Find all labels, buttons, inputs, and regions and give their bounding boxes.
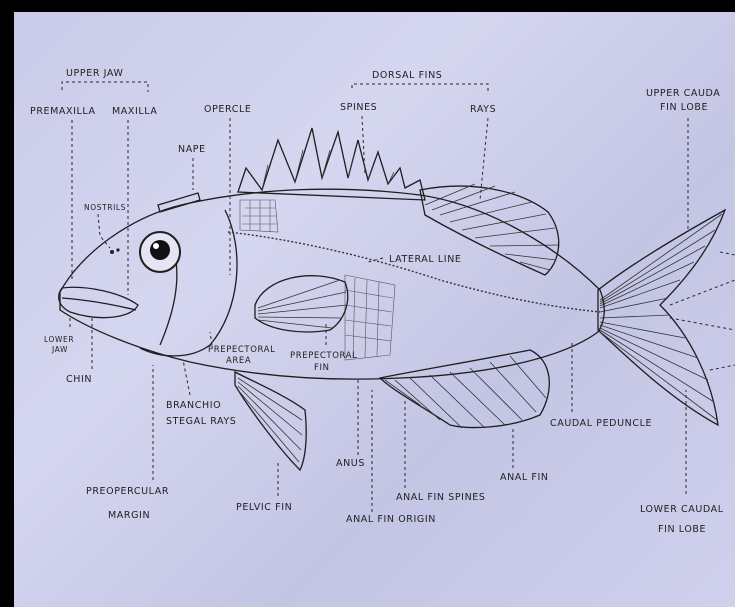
label-dorsal-fins: DORSAL FINS bbox=[372, 70, 442, 81]
label-anal-fin: ANAL FIN bbox=[500, 472, 549, 483]
label-anal-fin-origin: ANAL FIN ORIGIN bbox=[346, 514, 436, 525]
label-chin: CHIN bbox=[66, 374, 92, 385]
label-lower-caudal-line2: FIN LOBE bbox=[658, 524, 706, 535]
label-caudal-peduncle: CAUDAL PEDUNCLE bbox=[550, 418, 652, 429]
label-branchio-line2: STEGAL RAYS bbox=[166, 416, 236, 427]
label-prepectoral-area-line2: AREA bbox=[226, 356, 251, 366]
nape-mark bbox=[158, 193, 200, 212]
scale-pattern bbox=[240, 200, 395, 360]
label-lower-caudal-line1: LOWER CAUDAL bbox=[640, 504, 724, 515]
label-preopercular-line1: PREOPERCULAR bbox=[86, 486, 169, 497]
label-upper-caudal-line2: FIN LOBE bbox=[660, 102, 708, 113]
label-opercle: OPERCLE bbox=[204, 104, 251, 115]
pelvic-fin bbox=[235, 372, 306, 470]
label-preopercular-line2: MARGIN bbox=[108, 510, 150, 521]
label-nape: NAPE bbox=[178, 144, 206, 155]
label-upper-jaw: UPPER JAW bbox=[66, 68, 123, 79]
nostril bbox=[110, 250, 114, 254]
label-anus: ANUS bbox=[336, 458, 365, 469]
label-premaxilla: PREMAXILLA bbox=[30, 106, 96, 117]
label-maxilla: MAXILLA bbox=[112, 106, 158, 117]
label-branchio-line1: BRANCHIO bbox=[166, 400, 221, 411]
label-prepectoral-fin-line1: PREPECTORAL bbox=[290, 351, 357, 361]
label-lower-jaw-line1: LOWER bbox=[44, 335, 74, 344]
anal-fin-rays bbox=[385, 356, 546, 428]
caudal-fin-rays bbox=[600, 214, 722, 420]
lateral-line bbox=[228, 232, 600, 312]
pectoral-fin bbox=[255, 276, 348, 332]
label-pelvic-fin: PELVIC FIN bbox=[236, 502, 292, 513]
leader-lines bbox=[62, 82, 735, 512]
label-prepectoral-fin-line2: FIN bbox=[314, 363, 330, 373]
pectoral-fin-rays bbox=[258, 280, 347, 328]
label-lower-jaw-line2: JAW bbox=[51, 345, 68, 354]
label-anal-fin-spines: ANAL FIN SPINES bbox=[396, 492, 486, 503]
label-rays: RAYS bbox=[470, 104, 496, 115]
label-lateral-line: LATERAL LINE bbox=[389, 254, 462, 265]
label-upper-caudal-line1: UPPER CAUDA bbox=[646, 88, 720, 99]
pelvic-fin-rays bbox=[238, 378, 302, 462]
label-spines: SPINES bbox=[340, 102, 377, 113]
label-nostrils: NOSTRILS bbox=[84, 203, 126, 212]
label-prepectoral-area-line1: PREPECTORAL bbox=[208, 345, 275, 355]
